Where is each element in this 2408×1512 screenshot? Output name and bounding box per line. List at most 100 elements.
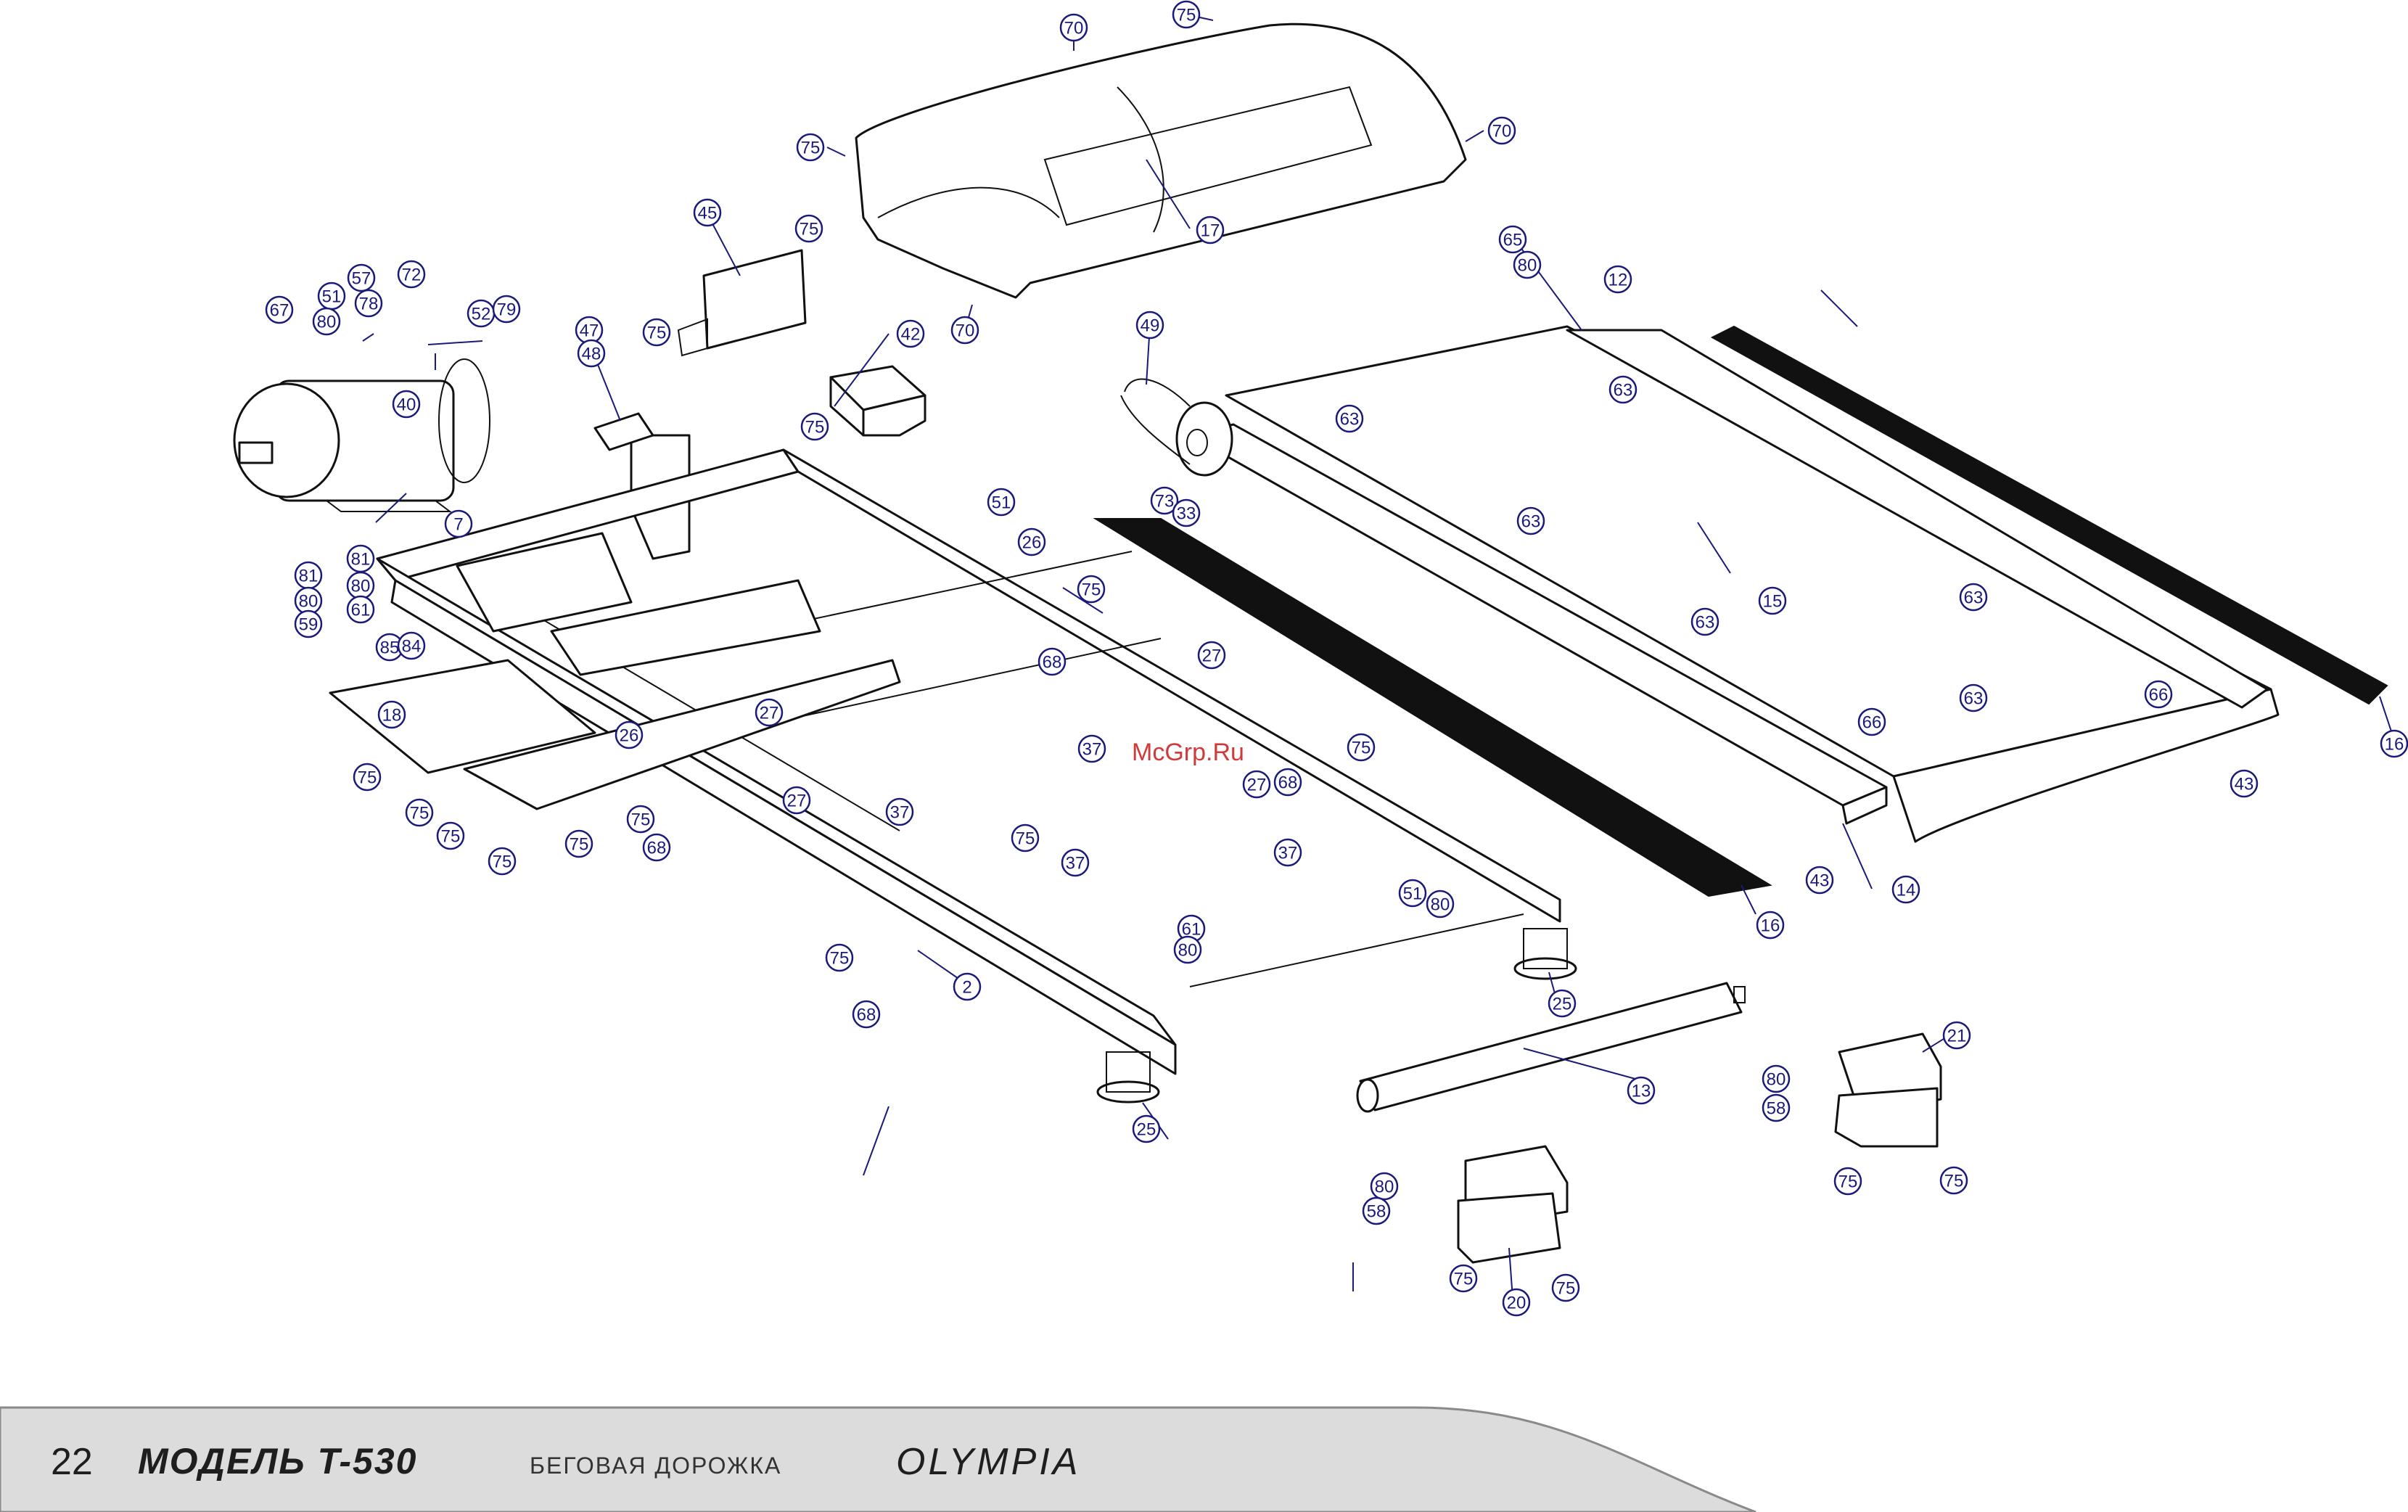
callout-circle: [353, 763, 382, 792]
callout-label: 63: [1696, 613, 1715, 633]
callout-circle: [1132, 1114, 1161, 1143]
callout-label: 51: [322, 287, 342, 307]
callout-80: 80: [294, 586, 323, 615]
callout-80: 80: [346, 571, 375, 600]
callout-circle: [1758, 586, 1787, 615]
callout-label: 75: [1454, 1270, 1474, 1289]
callout-circle: [488, 847, 517, 876]
callout-label: 67: [270, 301, 289, 321]
callout-circle: [1959, 683, 1988, 712]
callout-circle: [1135, 311, 1164, 340]
callout-84: 84: [397, 631, 426, 660]
callout-label: 21: [1947, 1027, 1967, 1046]
callout-label: 75: [1082, 580, 1101, 600]
main-frame: [376, 448, 1561, 1075]
callout-21: 21: [1942, 1021, 1971, 1050]
callout-37: 37: [885, 797, 914, 826]
callout-circle: [1347, 733, 1376, 762]
callout-26: 26: [615, 720, 644, 749]
callout-label: 59: [299, 615, 319, 635]
callout-label: 70: [956, 321, 975, 341]
leveling-feet: [1096, 928, 1577, 1104]
side-trim-right: [1710, 325, 2388, 705]
callout-label: 16: [2385, 735, 2404, 755]
callout-label: 15: [1763, 592, 1783, 612]
callout-label: 27: [1247, 776, 1267, 795]
callout-label: 43: [2235, 775, 2254, 794]
callout-circle: [1273, 838, 1302, 867]
callout-63: 63: [1335, 404, 1364, 433]
callout-75: 75: [405, 798, 434, 827]
callout-circle: [987, 488, 1016, 517]
callout-label: 27: [787, 792, 807, 811]
callout-33: 33: [1172, 498, 1201, 527]
callout-51: 51: [1398, 879, 1427, 908]
callout-label: 66: [1862, 713, 1882, 733]
callout-circle: [347, 263, 376, 292]
callout-circle: [1959, 583, 1988, 612]
callout-85: 85: [375, 633, 404, 662]
callout-2: 2: [953, 972, 982, 1001]
callout-circle: [1242, 770, 1271, 799]
callout-67: 67: [265, 295, 294, 324]
callout-circle: [626, 805, 655, 834]
front-roller-pulley: [1120, 378, 1233, 477]
callout-75: 75: [642, 318, 671, 347]
callout-42: 42: [896, 319, 925, 348]
callout-68: 68: [1037, 647, 1067, 676]
callout-circle: [1548, 989, 1577, 1018]
callout-66: 66: [2144, 680, 2173, 709]
callout-circle: [642, 318, 671, 347]
callout-75: 75: [800, 412, 829, 441]
callout-20: 20: [1502, 1288, 1531, 1317]
callout-circle: [800, 412, 829, 441]
callout-label: 42: [901, 325, 921, 345]
callout-label: 75: [647, 324, 667, 343]
callout-label: 43: [1810, 871, 1830, 891]
callout-label: 68: [857, 1006, 876, 1025]
callout-label: 51: [992, 493, 1011, 513]
callout-7: 7: [444, 509, 473, 538]
callout-40: 40: [392, 390, 421, 419]
callout-75: 75: [626, 805, 655, 834]
side-rail-right: [1566, 329, 2269, 709]
callout-label: 84: [402, 637, 422, 657]
callout-52: 52: [467, 299, 496, 328]
callout-label: 80: [317, 313, 337, 332]
callout-27: 27: [1242, 770, 1271, 799]
callout-label: 49: [1141, 316, 1160, 336]
callout-circle: [1833, 1167, 1862, 1196]
callout-circle: [1173, 935, 1202, 964]
callout-circle: [794, 214, 823, 243]
callout-label: 80: [1178, 941, 1198, 961]
callout-circle: [1077, 575, 1106, 604]
callout-59: 59: [294, 609, 323, 638]
callout-label: 80: [1518, 256, 1537, 276]
callout-label: 63: [1964, 689, 1984, 709]
callout-75: 75: [436, 821, 465, 850]
callout-circle: [2380, 729, 2408, 758]
callout-17: 17: [1196, 215, 1225, 245]
callout-label: 65: [1503, 231, 1523, 250]
drive-motor: [233, 358, 490, 512]
callout-label: 85: [380, 638, 400, 658]
callout-label: 20: [1507, 1294, 1526, 1313]
callout-circle: [1756, 911, 1785, 940]
callout-75: 75: [1449, 1264, 1478, 1293]
callout-80: 80: [1370, 1172, 1399, 1201]
callout-label: 27: [760, 704, 779, 723]
callout-label: 66: [2149, 686, 2169, 705]
callout-circle: [1197, 641, 1226, 670]
callout-circle: [1426, 889, 1455, 919]
callout-circle: [1362, 1196, 1391, 1225]
callout-label: 58: [1767, 1099, 1786, 1119]
callout-label: 72: [402, 266, 422, 285]
callout-37: 37: [1061, 848, 1090, 877]
callout-label: 75: [1838, 1172, 1858, 1192]
callout-72: 72: [397, 260, 426, 289]
running-deck: [1225, 325, 2280, 843]
callout-circle: [1857, 707, 1886, 736]
callout-label: 26: [1022, 533, 1042, 553]
callout-75: 75: [1551, 1273, 1580, 1302]
